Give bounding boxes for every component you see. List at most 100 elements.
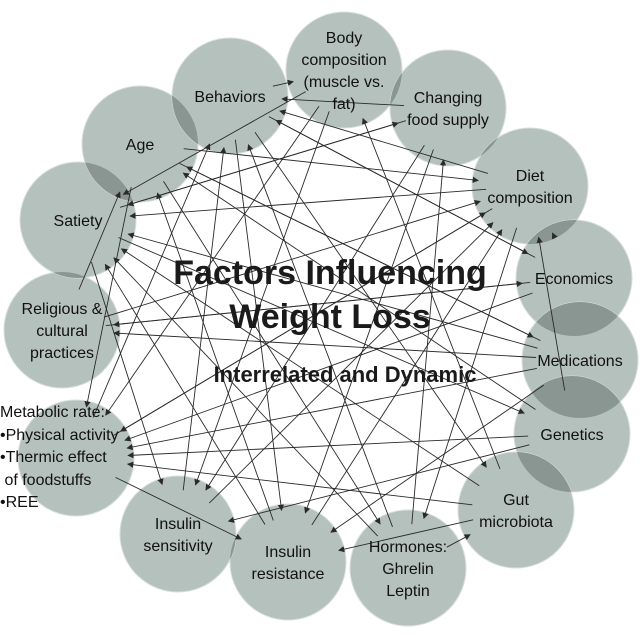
arrow-age-to-hormones — [163, 180, 381, 525]
arrow-behaviors-to-insulin-resistance — [234, 139, 285, 512]
node-label-line: (muscle vs. — [304, 74, 385, 91]
node-circle-insulin-resistance — [229, 503, 347, 621]
node-overlap-genetics-gut-microbiota — [514, 452, 574, 492]
arrow-gut-microbiota-to-insulin-resistance — [338, 519, 474, 553]
arrow-genetics-to-age — [182, 172, 536, 410]
node-label-changing-food-supply: Changing food supply — [407, 90, 489, 129]
arrow-gut-microbiota-to-metabolic-rate — [126, 461, 473, 506]
arrow-changing-food-supply-to-insulin-sensitivity — [205, 144, 425, 491]
title-line-2: Weight Loss — [229, 298, 431, 336]
arrow-medications-to-insulin-resistance — [330, 384, 545, 533]
arrow-changing-food-supply-to-behaviors — [281, 96, 405, 107]
node-label-insulin-sensitivity: Insulin sensitivity — [143, 516, 212, 555]
node-label-line: Gut — [503, 492, 529, 509]
arrow-gut-microbiota-to-satiety — [120, 248, 480, 487]
node-label-line: composition — [487, 190, 572, 207]
node-label-line: Insulin — [265, 544, 311, 561]
arrow-age-to-diet-composition — [183, 148, 479, 183]
node-label-line: Economics — [535, 271, 613, 288]
node-label-line: cultural — [36, 323, 88, 340]
arrow-diet-composition-to-hormones — [422, 227, 518, 520]
arrow-insulin-sensitivity-to-diet-composition — [208, 222, 494, 504]
node-label-line: food supply — [407, 112, 489, 129]
arrow-insulin-resistance-to-age — [156, 192, 274, 521]
node-labels: Body composition (muscle vs. fat) Changing fo… — [22, 30, 623, 600]
arrow-metabolic-rate-to-diet-composition — [113, 212, 486, 436]
title-line-1: Factors Influencing — [173, 254, 487, 292]
arrow-behaviors-to-economics — [268, 116, 529, 255]
node-label-line: Changing — [414, 90, 483, 107]
node-label-satiety: Satiety — [54, 213, 103, 230]
arrow-satiety-to-insulin-sensitivity — [90, 261, 164, 486]
arrow-satiety-to-changing-food-supply — [119, 121, 399, 208]
arrow-satiety-to-genetics — [118, 237, 525, 414]
arrow-changing-food-supply-to-insulin-resistance — [304, 149, 434, 514]
node-circle-metabolic-rate — [17, 399, 135, 517]
arrow-behaviors-to-body-composition — [272, 79, 294, 87]
arrow-insulin-sensitivity-to-behaviors — [182, 146, 227, 491]
node-label-insulin-resistance: Insulin resistance — [252, 544, 325, 583]
arrow-hormones-to-behaviors — [247, 144, 393, 527]
arrow-insulin-resistance-to-satiety — [104, 263, 266, 525]
arrow-medications-to-metabolic-rate — [126, 367, 537, 451]
metabolic-rate-item: of foodstuffs — [0, 471, 92, 489]
node-label-line: composition — [301, 52, 386, 69]
node-label-line: Satiety — [54, 213, 103, 230]
node-circle-body-composition — [285, 11, 403, 129]
subtitle: Interrelated and Dynamic — [213, 362, 477, 387]
node-label-line: Body — [326, 30, 362, 47]
arrow-insulin-resistance-to-diet-composition — [311, 229, 503, 526]
node-label-gut-microbiota: Gut microbiota — [479, 492, 553, 531]
arrow-age-to-metabolic-rate — [84, 187, 132, 408]
node-label-line: sensitivity — [143, 538, 212, 555]
arrow-body-composition-to-satiety — [122, 91, 306, 195]
metabolic-rate-item: •Physical activity — [0, 426, 119, 444]
metabolic-rate-header: Metabolic rate: — [0, 404, 105, 421]
node-label-line: Religious & — [22, 301, 103, 318]
node-label-genetics: Genetics — [540, 427, 603, 444]
node-label-line: Hormones: — [369, 539, 447, 556]
node-label-line: practices — [30, 345, 94, 362]
arrow-religious-cultural-to-diet-composition — [103, 199, 481, 318]
arrow-hormones-to-gut-microbiota — [446, 534, 471, 548]
arrow-metabolic-rate-to-insulin-resistance — [115, 476, 242, 540]
node-label-line: Diet — [516, 168, 545, 185]
node-label-line: Age — [126, 137, 155, 154]
node-overlap-satiety-age — [82, 162, 136, 202]
arrow-genetics-to-metabolic-rate — [127, 435, 529, 459]
arrow-metabolic-rate-to-behaviors — [92, 143, 211, 418]
node-label-line: Behaviors — [194, 89, 265, 106]
arrow-religious-cultural-to-age — [78, 191, 121, 290]
metabolic-rate-label: Metabolic rate: •Physical activity •Ther… — [0, 402, 119, 515]
node-label-body-composition: Body composition (muscle vs. fat) — [301, 30, 386, 113]
node-label-diet-composition: Diet composition — [487, 168, 572, 207]
arrow-genetics-to-diet-composition — [536, 236, 566, 391]
metabolic-rate-item: •REE — [0, 494, 39, 511]
arrow-hormones-to-changing-food-supply — [411, 159, 447, 525]
node-label-age: Age — [126, 137, 155, 154]
node-label-economics: Economics — [535, 271, 613, 288]
arrow-body-composition-to-insulin-sensitivity — [194, 111, 330, 486]
arrow-diet-composition-to-satiety — [129, 188, 487, 219]
node-label-line: Medications — [537, 353, 622, 370]
arrow-medications-to-religious-cultural — [113, 330, 537, 358]
node-label-line: microbiota — [479, 514, 553, 531]
arrow-medications-to-satiety — [127, 232, 538, 349]
node-label-line: Genetics — [540, 427, 603, 444]
node-label-medications: Medications — [537, 353, 622, 370]
arrow-economics-to-metabolic-rate — [124, 292, 533, 442]
node-label-line: fat) — [332, 96, 355, 113]
connection-arrows — [78, 79, 566, 553]
arrow-behaviors-to-gut-microbiota — [254, 131, 487, 468]
node-label-behaviors: Behaviors — [194, 89, 265, 106]
arrow-religious-cultural-to-economics — [105, 280, 523, 327]
node-circle-changing-food-supply — [389, 49, 507, 167]
node-label-line: Insulin — [155, 516, 201, 533]
arrow-medications-to-age — [186, 166, 541, 342]
node-label-line: resistance — [252, 566, 325, 583]
node-circle-hormones — [349, 509, 467, 627]
arrow-diet-composition-to-behaviors — [279, 109, 489, 174]
